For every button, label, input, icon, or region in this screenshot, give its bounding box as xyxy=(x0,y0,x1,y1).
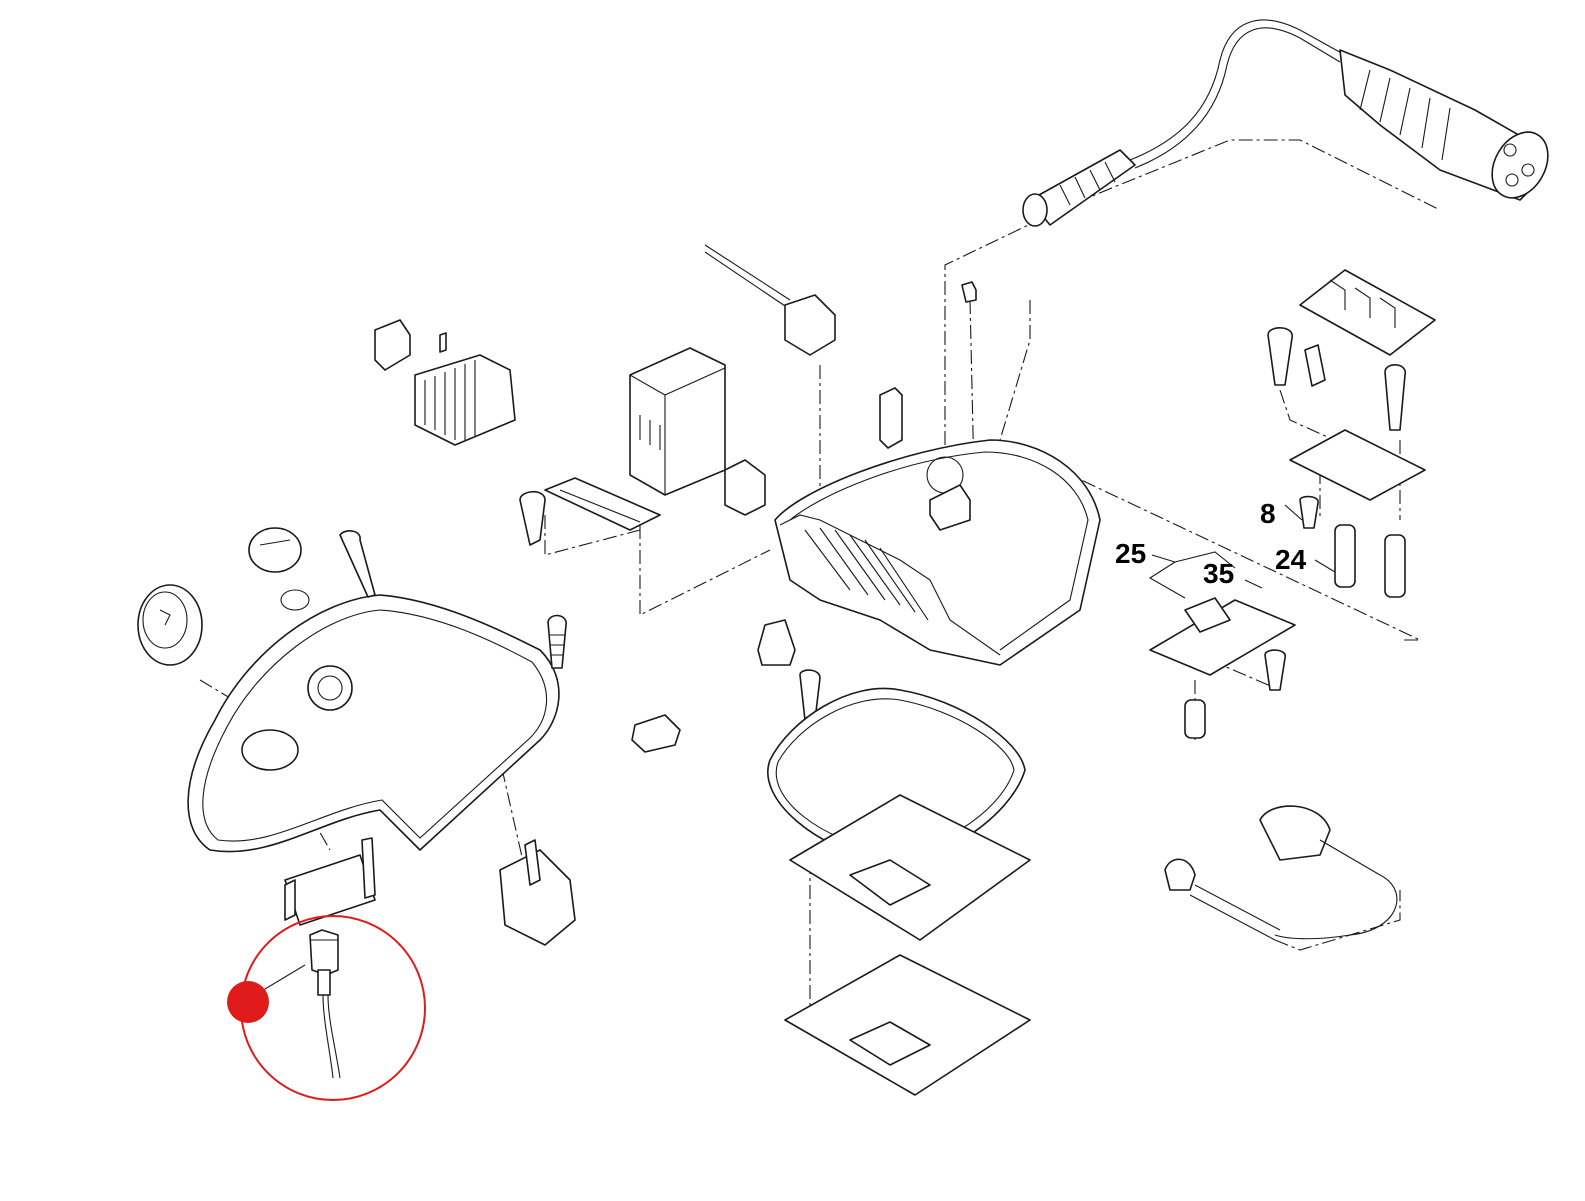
pressure-switch xyxy=(499,839,576,946)
power-cable-plug xyxy=(1129,19,1549,201)
callout-25: 25 xyxy=(1115,538,1146,569)
mounting-bracket xyxy=(284,837,376,926)
standoffs-screws xyxy=(1184,327,1406,739)
red-dot-marker[interactable] xyxy=(227,981,269,1023)
cable-gland xyxy=(1022,149,1136,227)
main-housing xyxy=(774,281,1101,666)
contactor xyxy=(629,347,766,516)
micro-switch xyxy=(704,244,836,356)
callout-35: 35 xyxy=(1203,558,1234,589)
callout-24: 24 xyxy=(1275,544,1307,575)
control-knob xyxy=(248,527,376,611)
highlighted-part[interactable] xyxy=(227,915,426,1101)
callout-leaders xyxy=(1148,504,1336,599)
pressure-gauge xyxy=(137,584,203,666)
front-cover xyxy=(187,594,560,853)
callout-labels: 8 25 35 24 xyxy=(1115,498,1307,589)
gasket-and-plates xyxy=(767,687,1031,1096)
small-screws xyxy=(547,614,681,753)
circuit-boards xyxy=(1149,269,1436,676)
terminal-blocks xyxy=(374,319,516,446)
nozzle xyxy=(757,619,821,721)
din-rail xyxy=(519,477,661,546)
temperature-sensor xyxy=(1164,805,1398,941)
callout-8: 8 xyxy=(1260,498,1276,529)
